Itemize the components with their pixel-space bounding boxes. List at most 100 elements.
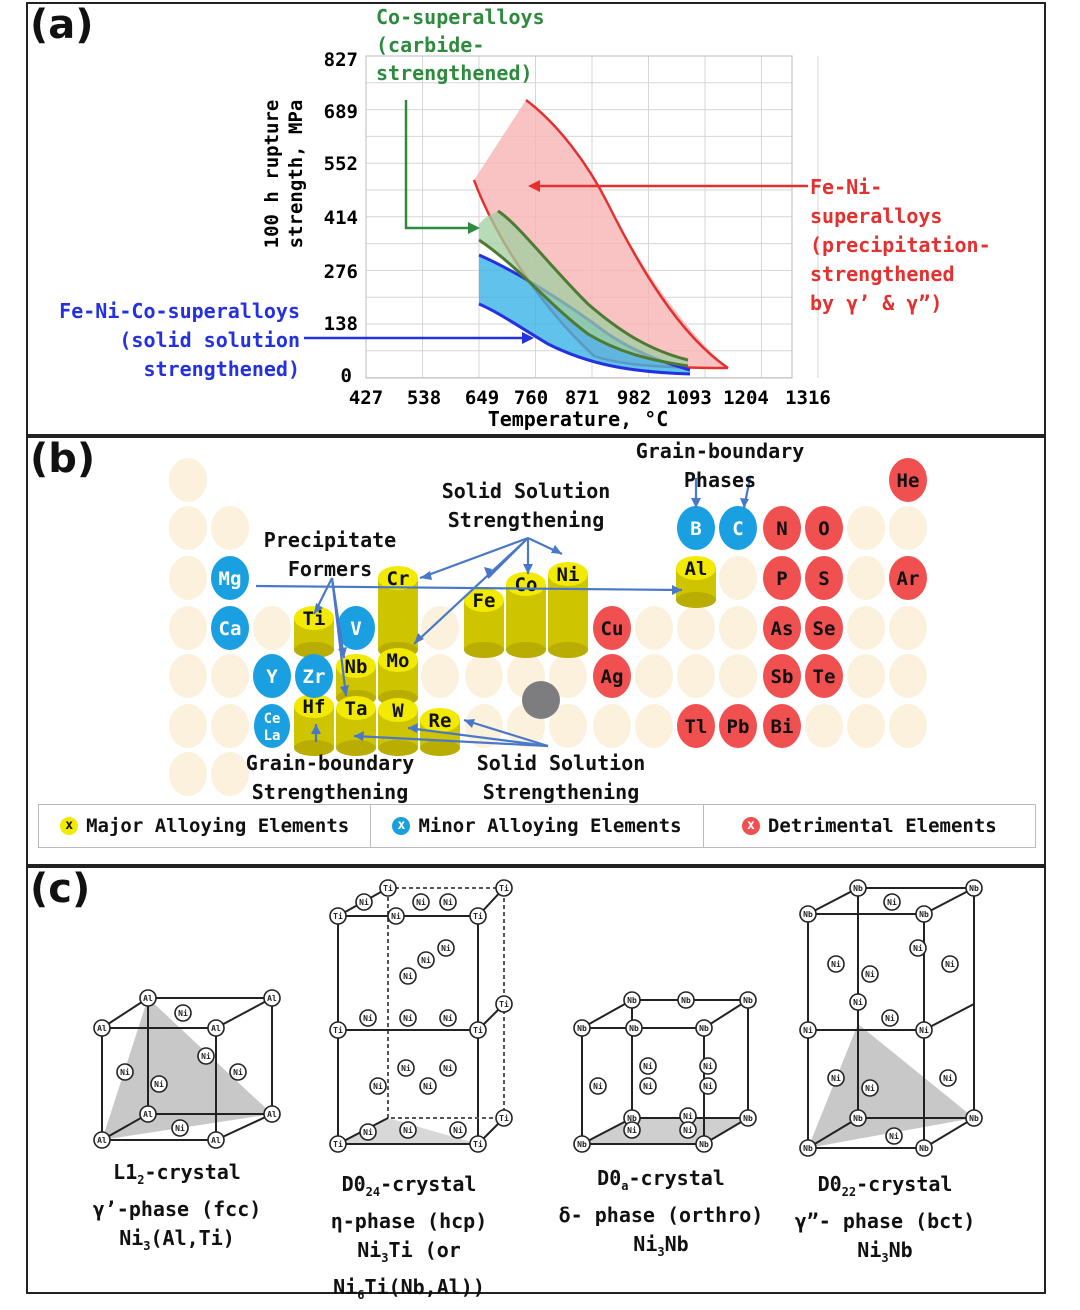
atom-ni	[399, 1121, 417, 1139]
atom-al	[93, 1131, 111, 1149]
atom-ni-label: Ni	[363, 1013, 373, 1023]
atom-ni-label: Ni	[154, 1079, 164, 1089]
x-tick-871: 871	[565, 387, 599, 409]
svg-text:(carbide-: (carbide-	[376, 33, 484, 57]
empty-cell	[635, 654, 673, 698]
empty-cell	[719, 556, 757, 600]
atom-nb	[739, 1109, 757, 1127]
element-ce-symbol: Ce	[264, 711, 281, 727]
empty-cell	[169, 704, 207, 748]
element-s	[805, 556, 843, 600]
element-al-symbol: Al	[685, 558, 708, 580]
atom-ti-label: Ti	[383, 883, 393, 893]
element-la-symbol: La	[264, 728, 281, 744]
atom-ni	[150, 1075, 168, 1093]
empty-cell	[677, 654, 715, 698]
atom-ni	[439, 893, 457, 911]
atom-nb-label: Nb	[577, 1024, 587, 1033]
gb-strengthening-label: Grain-boundary	[246, 751, 415, 775]
atom-ni	[883, 893, 901, 911]
caption-d024: D024-crystal η-phase (hcp) Ni3Ti (or Ni6…	[330, 1172, 488, 1302]
element-se	[805, 606, 843, 650]
y-axis-label: 100 h rupture strength, MPa	[261, 100, 307, 249]
atom-al	[263, 1105, 281, 1123]
element-ni-symbol: Ni	[557, 564, 580, 586]
x-tick-538: 538	[407, 387, 441, 409]
svg-text:Formers: Formers	[288, 557, 372, 581]
empty-cell	[635, 704, 673, 748]
atom-ti	[469, 1135, 487, 1153]
empty-cell	[465, 654, 503, 698]
atom-nb	[573, 1019, 591, 1037]
element-cu-symbol: Cu	[601, 618, 624, 640]
major-marker-icon: x	[60, 817, 79, 835]
atom-ni	[799, 1021, 817, 1039]
y-tick-138: 138	[324, 313, 358, 335]
atom-nb-label: Nb	[627, 996, 637, 1005]
empty-cell	[211, 752, 249, 796]
element-hf-symbol: Hf	[303, 696, 326, 718]
empty-cell	[635, 606, 673, 650]
element-ag-symbol: Ag	[601, 666, 624, 688]
atom-ni	[699, 1077, 717, 1095]
atom-ni-label: Ni	[453, 1125, 463, 1135]
atom-ti	[469, 1021, 487, 1039]
atom-nb	[625, 1019, 643, 1037]
atom-nb	[623, 991, 641, 1009]
y-tick-689: 689	[324, 101, 358, 123]
co-arrowhead	[468, 222, 480, 234]
svg-text:(solid solution: (solid solution	[119, 328, 300, 352]
atom-nb-label: Nb	[803, 1144, 813, 1153]
cylinder-body-ni	[548, 574, 588, 650]
x-tick-1316: 1316	[785, 387, 831, 409]
atom-nb-label: Nb	[627, 1114, 637, 1123]
atom-al-label: Al	[267, 994, 277, 1003]
atom-al-label: Al	[143, 994, 153, 1003]
atom-al-label: Al	[143, 1110, 153, 1119]
cylinder-base-fe	[464, 642, 504, 658]
svg-text:Strengthening: Strengthening	[252, 780, 409, 804]
empty-cell	[889, 654, 927, 698]
atom-ni-label: Ni	[178, 1008, 188, 1018]
empty-cell	[719, 654, 757, 698]
atom-ti-label: Ti	[333, 1025, 343, 1035]
element-te	[805, 654, 843, 698]
atom-ni	[941, 955, 959, 973]
atom-nb-label: Nb	[699, 1024, 709, 1033]
empty-cell	[211, 704, 249, 748]
element-ca	[211, 606, 249, 650]
svg-text:strength, MPa: strength, MPa	[285, 100, 307, 249]
panel-a-label: (a)	[30, 2, 94, 48]
empty-cell	[211, 654, 249, 698]
svg-text:by γ’ & γ”): by γ’ & γ”)	[810, 291, 942, 315]
element-ni	[548, 562, 588, 586]
atom-ni	[939, 1069, 957, 1087]
atom-nb	[915, 1139, 933, 1157]
atom-ni-label: Ni	[703, 1061, 713, 1071]
fe-ni-arrowhead	[528, 180, 540, 192]
atom-nb	[915, 905, 933, 923]
empty-cell	[805, 704, 843, 748]
element-p	[763, 556, 801, 600]
atom-ni	[699, 1057, 717, 1075]
atom-ni	[861, 1079, 879, 1097]
atom-ti	[329, 1021, 347, 1039]
fe-ni-co-arrowhead	[522, 332, 534, 344]
atom-ni-label: Ni	[919, 1025, 929, 1035]
element-nb-symbol: Nb	[345, 656, 368, 678]
atom-ti	[379, 879, 397, 897]
atom-ni-label: Ni	[201, 1051, 211, 1061]
element-p-symbol: P	[776, 568, 787, 590]
empty-cell	[169, 606, 207, 650]
x-tick-labels: 427 538 649 760 871 982 1093 1204 1316	[349, 387, 831, 409]
atom-nb-label: Nb	[853, 1114, 863, 1123]
element-b-symbol: B	[690, 518, 701, 540]
atom-ni	[885, 1127, 903, 1145]
atom-ni	[881, 1009, 899, 1027]
atom-nb	[965, 1109, 983, 1127]
atom-ti-label: Ti	[333, 1139, 343, 1149]
element-s-symbol: S	[818, 568, 829, 590]
element-nb	[336, 654, 376, 678]
